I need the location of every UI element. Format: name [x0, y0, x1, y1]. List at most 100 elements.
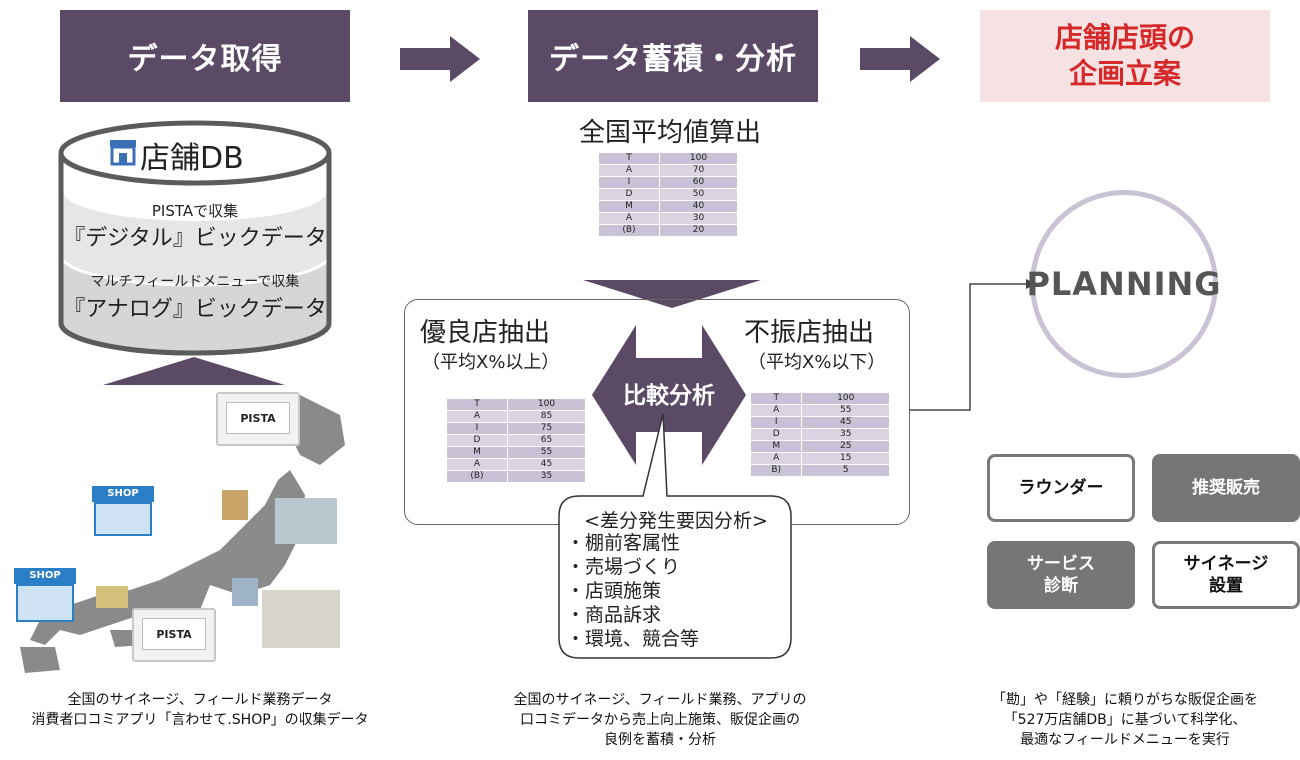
arrow-right-icon: [400, 36, 480, 82]
national-average-title: 全国平均値算出: [578, 118, 761, 148]
signage-screen: PISTA: [226, 402, 290, 434]
table-key-cell: I: [598, 176, 660, 189]
pista-logo: PISTA: [240, 411, 276, 425]
table-value-cell: 45: [506, 458, 587, 471]
signage-screen: PISTA: [142, 618, 206, 650]
factor-item: ・売場づくり: [566, 556, 681, 578]
table-key-cell: M: [598, 200, 660, 213]
table-key-cell: D: [598, 188, 660, 201]
signage-label-line2: 設置: [1209, 576, 1243, 596]
table-key-cell: (B): [446, 470, 508, 483]
signage-tablet: PISTA: [216, 392, 300, 446]
store-photo: [222, 490, 248, 520]
signage-label-line1: サイネージ: [1183, 554, 1269, 574]
factor-item: ・店頭施策: [566, 580, 662, 602]
db-digital-main: 『デジタル』ビックデータ: [63, 226, 327, 251]
table-key-cell: I: [446, 422, 508, 435]
store-db-cylinder: [58, 120, 332, 356]
caption-right-line2: 「527万店舗DB」に基づいて科学化、: [1003, 712, 1247, 728]
rounder-label: ラウンダー: [1018, 478, 1104, 498]
table-key-cell: A: [598, 164, 660, 177]
poor-store-sub: （平均X%以下）: [748, 352, 886, 373]
planning-circle: PLANNING: [1026, 190, 1221, 378]
header-planning: 店舗店頭の 企画立案: [980, 10, 1270, 102]
caption-mid-line3: 良例を蓄積・分析: [604, 732, 716, 748]
rounder-button: ラウンダー: [987, 454, 1135, 522]
double-arrow-icon: [592, 325, 746, 465]
recommend-sales-button: 推奨販売: [1152, 454, 1300, 522]
header-plan-line2: 企画立案: [1068, 57, 1181, 90]
signage-tablet: PISTA: [132, 608, 216, 662]
db-title: 店舗DB: [140, 141, 244, 176]
caption-left-line1: 全国のサイネージ、フィールド業務データ: [67, 692, 333, 708]
table-value-cell: 25: [801, 440, 890, 453]
db-analog-main: 『アナログ』ビックデータ: [63, 297, 327, 322]
header-accumulate-label: データ蓄積・分析: [549, 42, 797, 77]
signage-install-button: サイネージ 設置: [1152, 541, 1300, 609]
table-value-cell: 75: [506, 422, 587, 435]
table-value-cell: 55: [506, 446, 587, 459]
table-row: (B)35: [446, 470, 587, 483]
good-store-title: 優良店抽出: [420, 318, 551, 348]
table-key-cell: A: [749, 452, 803, 465]
table-value-cell: 50: [658, 188, 739, 201]
table-value-cell: 100: [658, 152, 739, 165]
compare-analysis-label: 比較分析: [623, 383, 715, 409]
pista-logo: PISTA: [156, 627, 192, 641]
triangle-up-icon: [103, 357, 285, 385]
table-value-cell: 20: [658, 224, 739, 237]
shop-body: [16, 584, 74, 622]
shop-awning: SHOP: [14, 568, 76, 584]
header-data-accumulation: データ蓄積・分析: [528, 10, 818, 102]
poor-store-title: 不振店抽出: [744, 318, 875, 348]
factor-item: ・環境、競合等: [566, 628, 700, 650]
table-row: (B)20: [598, 224, 739, 237]
table-row: B)5: [749, 464, 890, 477]
table-value-cell: 60: [658, 176, 739, 189]
service-diagnosis-button: サービス 診断: [987, 541, 1135, 609]
shop-awning: SHOP: [92, 486, 154, 502]
caption-mid-line1: 全国のサイネージ、フィールド業務、アプリの: [513, 692, 807, 708]
table-value-cell: 30: [658, 212, 739, 225]
planning-label: PLANNING: [1026, 265, 1222, 303]
db-analog-sub: マルチフィールドメニューで収集: [90, 274, 300, 290]
arrow-right-icon: [860, 36, 940, 82]
table-value-cell: 15: [801, 452, 890, 465]
store-photo: [96, 586, 128, 608]
shop-label: SHOP: [29, 570, 61, 581]
table-key-cell: D: [446, 434, 508, 447]
service-label-line1: サービス: [1027, 554, 1095, 574]
shop-label: SHOP: [107, 488, 139, 499]
connector-arrow-icon: [910, 279, 1036, 411]
caption-right-line1: 「勘」や「経験」に頼りがちな販促企画を: [992, 692, 1258, 708]
factor-bubble: [558, 413, 792, 659]
table-value-cell: 35: [801, 428, 890, 441]
table-value-cell: 35: [506, 470, 587, 483]
table-value-cell: 45: [801, 416, 890, 429]
factor-item: ・商品訴求: [566, 604, 662, 626]
factor-item: ・棚前客属性: [566, 532, 681, 554]
factor-list: ・棚前客属性 ・売場づくり ・店頭施策 ・商品訴求 ・環境、競合等: [566, 531, 699, 651]
shop-body: [94, 502, 152, 536]
table-key-cell: T: [446, 398, 508, 411]
caption-middle: 全国のサイネージ、フィールド業務、アプリの 口コミデータから売上向上施策、販促企…: [480, 690, 840, 750]
store-photo: [275, 498, 337, 544]
triangle-down-icon: [583, 280, 761, 308]
good-store-sub: （平均X%以上）: [422, 352, 560, 373]
header-plan-line1: 店舗店頭の: [1054, 21, 1195, 54]
header-acquire-label: データ取得: [127, 42, 283, 77]
